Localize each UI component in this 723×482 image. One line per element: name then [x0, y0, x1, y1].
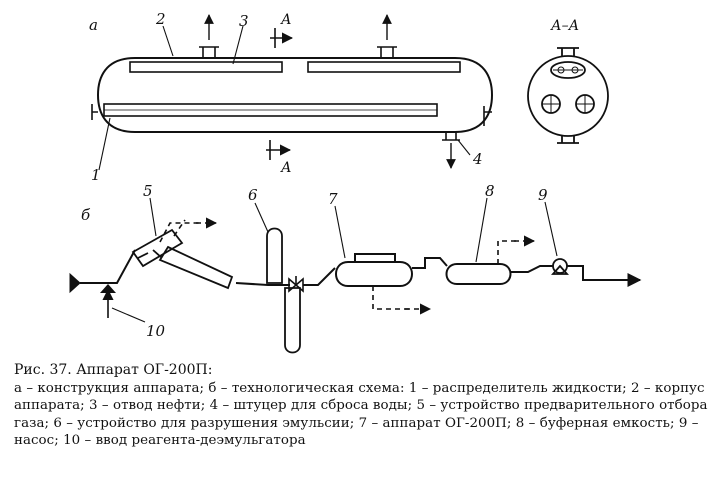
valve	[288, 276, 304, 293]
label-3: 3	[239, 12, 249, 30]
label-10: 10	[146, 322, 166, 340]
leader-lines-b	[111, 197, 558, 323]
vessel-nozzles	[91, 46, 492, 141]
flow-arrows-a	[204, 14, 456, 169]
label-4: 4	[472, 150, 483, 168]
label-9: 9	[538, 186, 548, 204]
gas-offtake-dashed	[159, 217, 218, 243]
inlet-triangle	[69, 272, 81, 294]
oil-outlet-tubes	[129, 61, 461, 73]
apparatus-og-200p	[335, 253, 413, 287]
label-5: 5	[143, 182, 153, 200]
reagent-triangle	[100, 284, 116, 293]
label-2: 2	[155, 10, 166, 28]
gas-vent-dashed	[497, 235, 536, 264]
label-part-b: б	[81, 206, 91, 224]
gas-separation-device	[131, 228, 234, 290]
label-part-a: а	[89, 16, 98, 34]
water-drain-dashed	[372, 286, 432, 315]
label-section-title: А–А	[550, 18, 579, 34]
section-line-a-a	[266, 28, 294, 160]
label-6: 6	[248, 186, 258, 204]
apparatus-figure: а 2 3 А А А–А 1 4 б 5 6 7 8 9 10	[69, 10, 642, 354]
label-7: 7	[328, 190, 338, 208]
cross-section-view	[527, 47, 609, 144]
leader-lines-a	[98, 25, 471, 171]
label-1: 1	[91, 166, 101, 184]
caption-text: а – конструкция аппарата; б – технологич…	[14, 380, 708, 449]
liquid-distributor	[103, 103, 438, 117]
caption-title: Рис. 37. Аппарат ОГ-200П:	[14, 362, 213, 378]
label-section-a-bottom: А	[280, 160, 292, 176]
process-main-line	[80, 249, 620, 286]
buffer-tank	[445, 263, 512, 285]
label-section-a-top: А	[280, 12, 292, 28]
apparatus-vessel	[96, 57, 494, 133]
pump	[551, 258, 569, 275]
emulsion-breaker	[266, 227, 301, 354]
label-8: 8	[485, 182, 495, 200]
figure-caption: Рис. 37. Аппарат ОГ-200П: а – конструкци…	[14, 362, 714, 450]
